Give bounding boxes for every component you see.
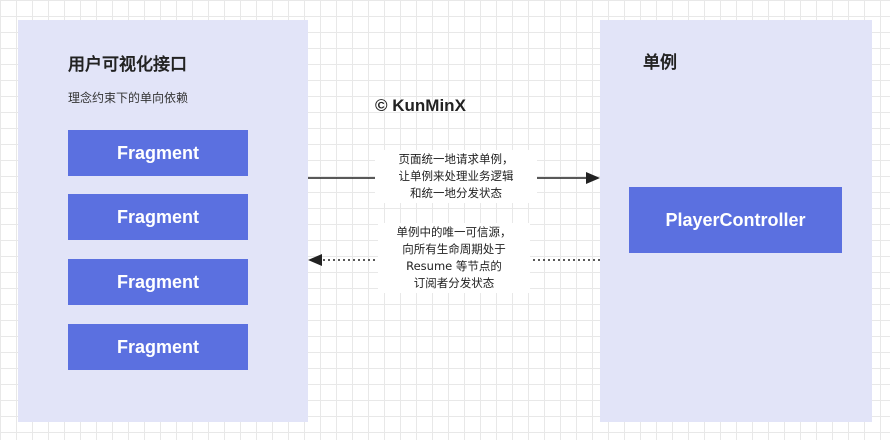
request-label-line: 和统一地分发状态 (410, 186, 502, 200)
player-controller-box[interactable]: PlayerController (629, 187, 842, 253)
fragment-box[interactable]: Fragment (68, 194, 248, 240)
fragment-box[interactable]: Fragment (68, 130, 248, 176)
fragment-box[interactable]: Fragment (68, 324, 248, 370)
state-label-line: 单例中的唯一可信源， (396, 225, 512, 239)
state-arrow-label: 单例中的唯一可信源， 向所有生命周期处于 Resume 等节点的 订阅者分发状态 (378, 223, 530, 293)
state-label-line: Resume 等节点的 (406, 259, 502, 273)
ui-interface-subtitle: 理念约束下的单向依赖 (68, 91, 189, 105)
request-label-line: 让单例来处理业务逻辑 (398, 169, 514, 183)
copyright-label: © KunMinX (375, 96, 466, 115)
singleton-title: 单例 (643, 53, 677, 73)
request-label-line: 页面统一地请求单例， (398, 152, 514, 166)
state-label-line: 订阅者分发状态 (413, 276, 495, 290)
state-arrow-head (308, 254, 322, 266)
state-label-line: 向所有生命周期处于 (402, 242, 506, 256)
fragment-box[interactable]: Fragment (68, 259, 248, 305)
request-arrow-head (586, 172, 600, 184)
request-arrow-label: 页面统一地请求单例， 让单例来处理业务逻辑 和统一地分发状态 (375, 150, 537, 203)
ui-interface-title: 用户可视化接口 (68, 55, 187, 75)
